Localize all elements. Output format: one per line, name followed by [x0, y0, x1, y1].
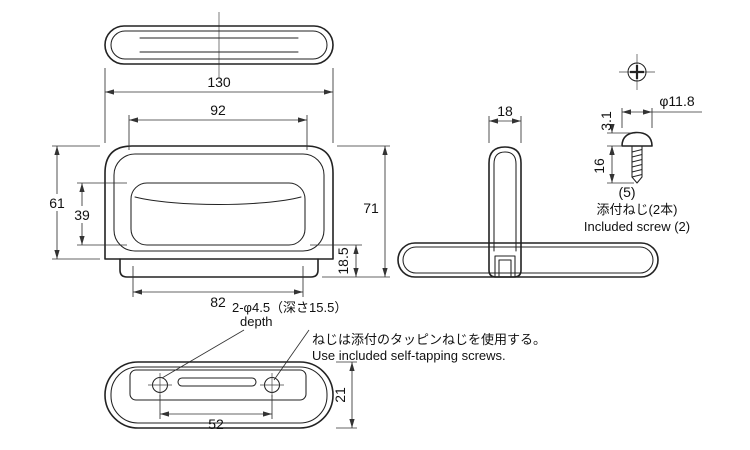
holes-leader-line — [161, 329, 245, 379]
grip-opening — [130, 182, 306, 246]
dim-head-h-label: 3.1 — [598, 111, 614, 131]
dim-130-label: 130 — [207, 74, 231, 90]
side-view-grip-inner — [493, 151, 517, 252]
screw-head-side-view — [621, 131, 653, 147]
bottom-view: 52 21 — [104, 361, 357, 432]
dim-52-label: 52 — [208, 416, 224, 432]
dim-head-h-extension-lines — [607, 132, 634, 147]
tap-note-leader-line — [273, 329, 310, 381]
screw-hole-centerlines — [148, 373, 284, 397]
top-view-outline — [104, 25, 334, 65]
dim-39-label: 39 — [74, 207, 90, 223]
dim-len-label: 16 — [591, 158, 607, 174]
annotations: 2-φ4.5（深さ15.5） depth ねじは添付のタッピンねじを使用する。 … — [161, 300, 546, 381]
dim-61-text-mask — [44, 194, 70, 211]
top-view-grip-edges — [139, 37, 299, 53]
side-view-grip-outline — [488, 146, 522, 278]
dim-tip-label: (5) — [618, 184, 635, 200]
top-view-inner-contour — [110, 30, 328, 60]
dim-21-label: 21 — [332, 387, 348, 403]
front-view-dimensions: 130 92 61 39 71 18.5 82 — [44, 68, 390, 310]
dim-71-label: 71 — [363, 200, 379, 216]
front-view-outline — [104, 145, 334, 260]
screw-detail: φ11.8 3.1 16 (5) 添付ねじ(2本) Included screw… — [584, 54, 702, 234]
dim-39-text-mask — [69, 206, 95, 223]
tap-note-jp: ねじは添付のタッピンねじを使用する。 — [312, 332, 546, 347]
grip-slot — [177, 377, 257, 387]
screw-label-en: Included screw (2) — [584, 219, 690, 234]
grip-recess-curve — [134, 196, 302, 205]
screw-head-top-view — [627, 62, 647, 82]
bottom-view-inner-contour — [110, 366, 328, 424]
holes-note-jp: 2-φ4.5（深さ15.5） — [232, 300, 347, 315]
side-profile-inner — [402, 246, 654, 274]
dim-head-dia-label: φ11.8 — [659, 93, 695, 109]
side-view: 18 — [397, 103, 659, 278]
dim-18-extension-lines — [488, 116, 522, 143]
holes-note-depth: depth — [240, 314, 273, 329]
tap-note-en: Use included self-tapping screws. — [312, 348, 506, 363]
dim-92-label: 92 — [210, 102, 226, 118]
dim-18-label: 18 — [497, 103, 513, 119]
side-profile-outline — [397, 242, 659, 278]
phillips-cross-icon — [630, 65, 644, 79]
dim-61-extension-lines — [52, 145, 100, 260]
screw-label-jp: 添付ねじ(2本) — [597, 202, 678, 217]
dim-61-label: 61 — [49, 195, 65, 211]
front-view-rim — [113, 153, 325, 252]
dim-82-label: 82 — [210, 294, 226, 310]
dim-39-extension-lines — [77, 182, 127, 246]
front-view-base — [119, 258, 319, 278]
dim-head-dia-extension-lines — [621, 108, 653, 128]
screw-threads — [631, 148, 643, 178]
dim-18-5-label: 18.5 — [335, 247, 351, 274]
dim-130-extension-lines — [104, 68, 334, 143]
side-view-screw-boss — [494, 255, 516, 278]
mounting-plate — [129, 369, 307, 401]
top-view — [104, 12, 334, 78]
bottom-view-outline — [104, 361, 334, 429]
front-view — [104, 145, 334, 278]
